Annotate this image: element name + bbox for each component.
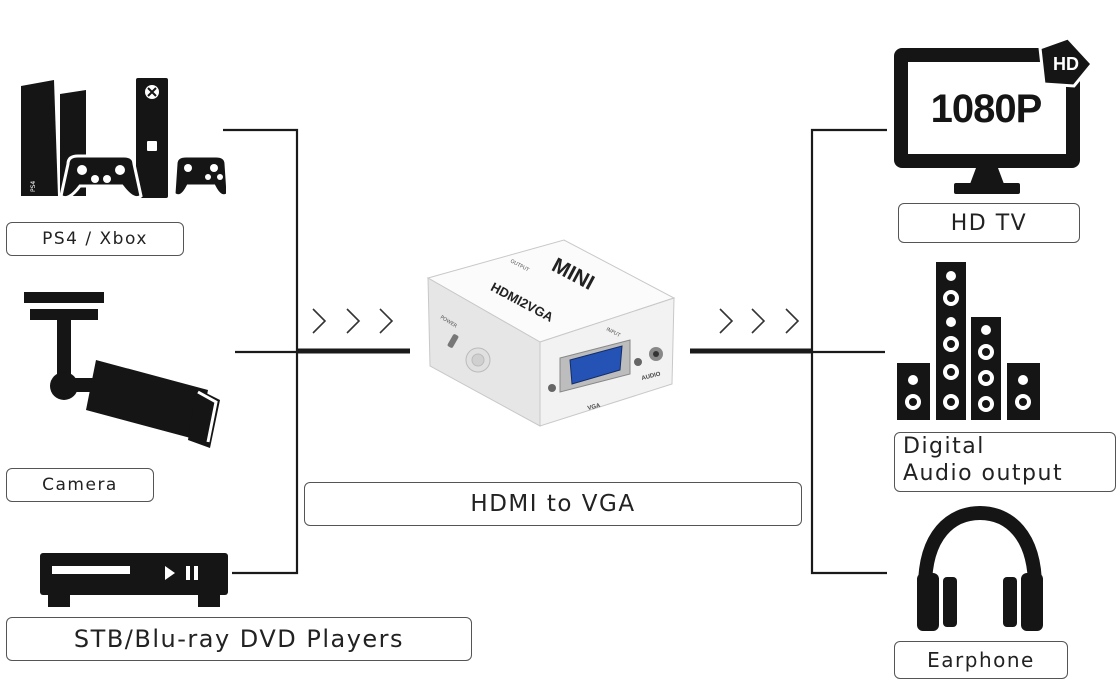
label-tv: HD TV xyxy=(898,203,1080,243)
game-console-icon: PS4 xyxy=(21,78,226,200)
label-camera: Camera xyxy=(6,468,154,502)
label-audio: Digital Audio output xyxy=(894,432,1116,492)
label-player: STB/Blu-ray DVD Players xyxy=(6,617,472,661)
headphones-icon xyxy=(917,505,1043,631)
camera-icon xyxy=(24,292,220,448)
speaker-icon xyxy=(897,262,1040,420)
label-consoles: PS4 / Xbox xyxy=(6,222,184,256)
device-port-audio: AUDIO xyxy=(641,371,662,382)
hd-badge: HD xyxy=(1053,54,1079,74)
device-port-vga: VGA xyxy=(587,403,602,412)
ps4-mark: PS4 xyxy=(30,181,37,192)
dvd-player-icon xyxy=(40,553,228,607)
line-consoles xyxy=(223,128,299,352)
hd-tv-icon: HD 1080P xyxy=(894,38,1094,194)
line-tv xyxy=(810,128,887,352)
arrows-right xyxy=(719,308,800,334)
label-audio-line1: Digital xyxy=(903,434,985,459)
label-earphone: Earphone xyxy=(894,641,1068,679)
arrows-left xyxy=(312,308,394,334)
label-audio-line2: Audio output xyxy=(903,461,1064,486)
line-earphone xyxy=(810,352,887,575)
line-player xyxy=(232,352,299,575)
tv-screen-text: 1080P xyxy=(931,87,1042,131)
hdmi-vga-converter: MINI HDMI2VGA OUTPUT INPUT POWER VGA AUD… xyxy=(426,239,676,427)
label-hdmi-to-vga: HDMI to VGA xyxy=(304,482,802,526)
